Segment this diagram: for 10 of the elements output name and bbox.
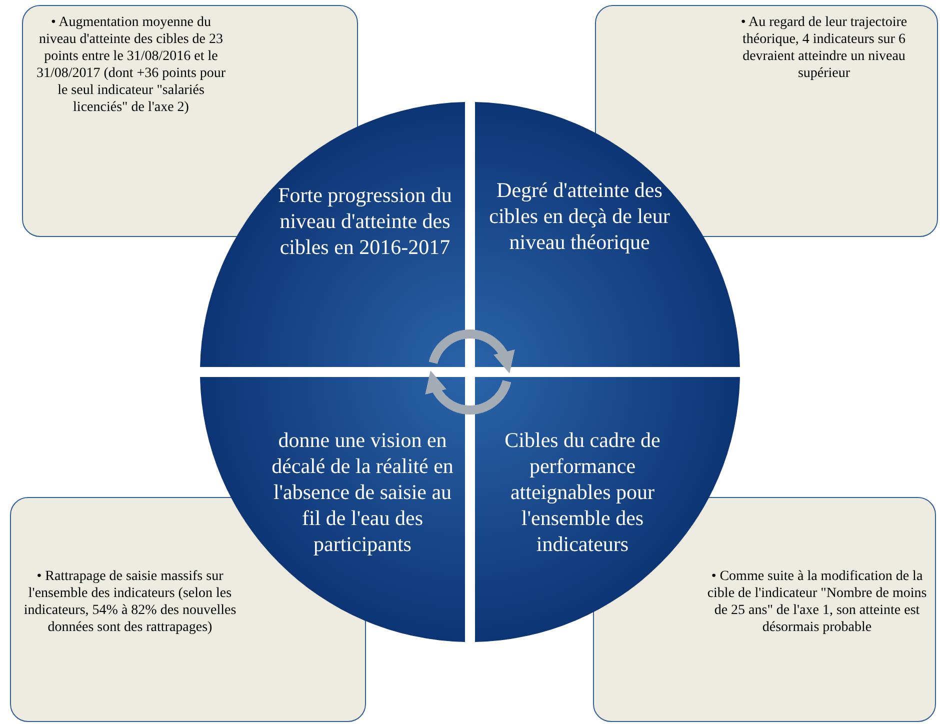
segment-text: donne une vision en décalé de la réalité en l'absence de saisie au fil de l'eau des participants (270, 427, 454, 557)
segment-text: Cibles du cadre de performance atteignables pour l'ensemble des indicateurs (504, 427, 662, 557)
segment-text: Forte progression du niveau d'atteinte des cibles en 2016-2017 (277, 182, 453, 260)
curved-arrow (428, 330, 514, 374)
bullet-text: • Augmentation moyenne du niveau d'atteinte des cibles de 23 points entre le 31/08/2016 et le 31/08/2017 (dont +36 points pour le seul indicateur "salariés licenciés" de l'axe 2) (35, 14, 227, 116)
bullet-text: • Comme suite à la modification de la cible de l'indicateur "Nombre de moins de 25 ans" de l'axe 1, son atteinte est désormais probable (706, 568, 928, 636)
segment-text: Degré d'atteinte des cibles en deçà de leur niveau théorique (488, 177, 671, 255)
curved-arrow (426, 370, 512, 414)
bullet-text: • Rattrapage de saisie massifs sur l'ensemble des indicateurs (selon les indicateurs, 54% à 82% des nouvelles données sont des rattrapages) (22, 568, 238, 636)
bullet-text: • Au regard de leur trajectoire théorique, 4 indicateurs sur 6 devraient atteindre un niveau supérieur (740, 14, 908, 82)
